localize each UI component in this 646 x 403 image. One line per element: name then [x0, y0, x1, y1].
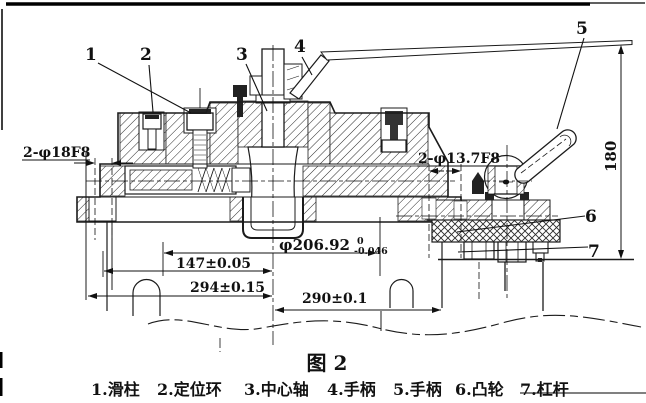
dim-left-holes-text: 2-φ18F8 [23, 145, 90, 161]
dim-147-text: 147±0.05 [176, 256, 251, 272]
dim-right-holes-text: 2-φ13.7F8 [418, 151, 500, 167]
dim-180-text: 180 [602, 141, 620, 172]
boss-screw-stem [237, 97, 243, 117]
dim-290: 290±0.1 [275, 291, 441, 313]
dim-294-text: 294±0.15 [190, 280, 265, 296]
lever-bar [431, 219, 561, 243]
hex-nut-right [497, 241, 527, 263]
legend-item-3: 3.中心轴 [244, 380, 309, 399]
clamp-stud [472, 181, 484, 194]
dim-147: 147±0.05 [102, 251, 272, 277]
break-line [147, 314, 642, 336]
spring-follower [231, 167, 251, 193]
spring [197, 167, 231, 193]
dim-bore-tol-upper: 0 [357, 236, 364, 247]
slide-post-head [186, 112, 214, 131]
callout-2: 2 [140, 45, 152, 65]
callout-6: 6 [585, 207, 597, 227]
dim-right-holes: 2-φ13.7F8 [417, 151, 500, 174]
dim-294: 294±0.15 [88, 280, 272, 299]
callout-5: 5 [576, 19, 588, 39]
right-screw-washer [381, 139, 407, 153]
centerlines [86, 45, 558, 352]
dim-bore: φ206.92 0 -0.046 [162, 217, 388, 276]
dim-left-holes: 2-φ18F8 [22, 145, 133, 166]
handle-4-arm [289, 54, 330, 100]
dim-180: 180 [602, 45, 624, 259]
callouts: 1 2 3 4 5 6 7 [85, 19, 600, 262]
parts-legend: 1.滑柱 2.定位环 3.中心轴 4.手柄 5.手柄 6.凸轮 7.杠杆 [91, 380, 569, 399]
figure-caption: 图 2 [307, 351, 348, 375]
callout-1: 1 [85, 45, 97, 65]
ring-screw-stem [147, 128, 157, 150]
left-arch-notch [132, 278, 161, 316]
cam-block [426, 199, 551, 221]
callout-4: 4 [294, 37, 306, 57]
right-arch-notch [389, 278, 414, 308]
slide-post-shank [192, 129, 208, 169]
clamp-stem [491, 198, 525, 221]
dim-bore-text: φ206.92 [279, 236, 350, 254]
clamp-mechanism [421, 129, 634, 311]
legend-item-1: 1.滑柱 [91, 380, 140, 399]
callout-3: 3 [236, 45, 248, 65]
dimensions: 2-φ18F8 2-φ13.7F8 φ206.92 0 -0.046 147±0… [22, 45, 624, 313]
right-screw-head [385, 111, 403, 125]
caption-block: 图 2 1.滑柱 2.定位环 3.中心轴 4.手柄 5.手柄 6.凸轮 7.杠杆 [91, 351, 569, 399]
callout-7: 7 [588, 242, 600, 262]
legend-item-4: 4.手柄 [327, 380, 376, 399]
handle-4-bar [320, 39, 633, 61]
page-frame [0, 2, 646, 396]
boss-screw-head [233, 85, 247, 97]
dim-290-text: 290±0.1 [302, 291, 367, 307]
legend-item-2: 2.定位环 [157, 380, 222, 399]
clamp-handle-5 [514, 129, 577, 184]
legend-item-6: 6.凸轮 [455, 380, 504, 399]
legend-item-5: 5.手柄 [393, 380, 442, 399]
slide-piston [129, 169, 193, 191]
legend-item-7: 7.杠杆 [520, 380, 569, 399]
